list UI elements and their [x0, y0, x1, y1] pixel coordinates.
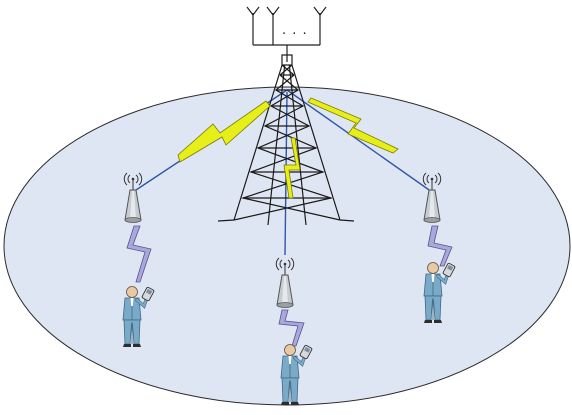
access-bolt-right — [427, 225, 453, 267]
antenna-array-icon — [246, 6, 327, 57]
backhaul-bolt-right — [307, 97, 399, 154]
access-bolt-center — [278, 309, 305, 347]
antenna-ellipsis-label: . . . — [282, 23, 308, 38]
backhaul-bolt-left — [177, 100, 271, 163]
backhaul-bolt-center — [283, 137, 301, 199]
access-bolt-left — [126, 225, 152, 283]
